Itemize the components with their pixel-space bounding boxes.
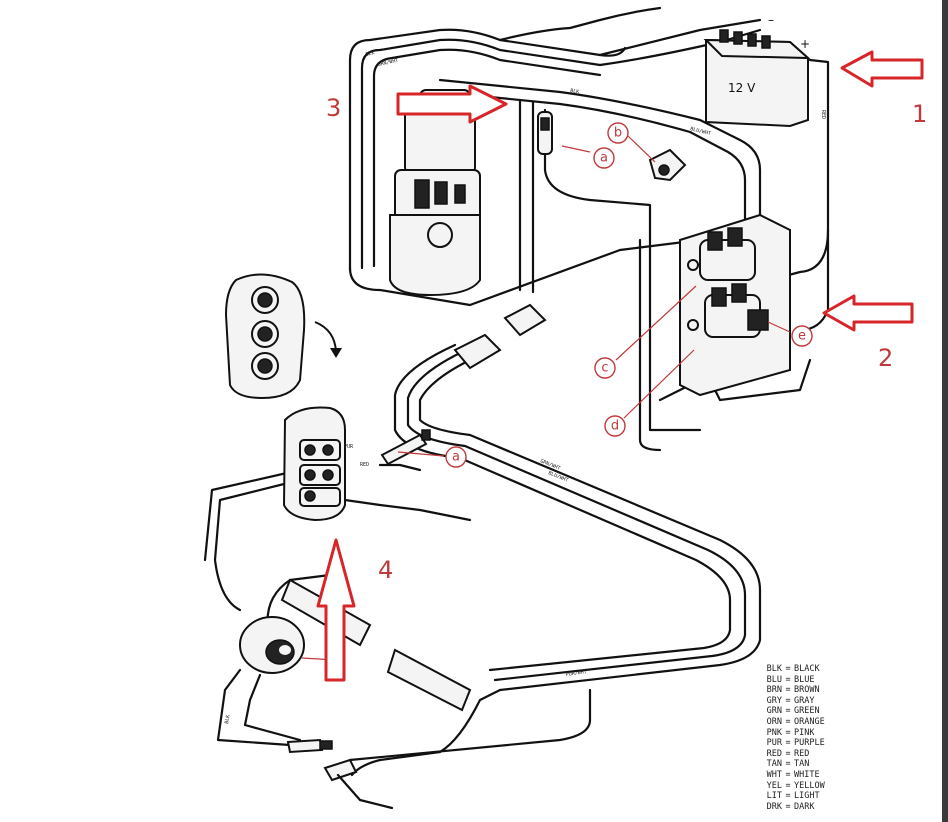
number-3: 3 (326, 94, 341, 122)
legend-color: DARK (794, 801, 815, 812)
wire-label: BLK (570, 88, 580, 95)
callout-d-label: d (611, 419, 619, 434)
legend-row: GRY=GRAY (746, 696, 846, 707)
harness-connector (453, 303, 547, 370)
curved-arrow (314, 321, 337, 353)
pump-motor (389, 89, 481, 297)
trim-sender (239, 616, 305, 674)
callout-c-label: c (601, 361, 608, 376)
wire-label: RED (360, 462, 369, 468)
legend-abbr: ORN (766, 716, 782, 727)
legend-color: PURPLE (794, 738, 825, 749)
legend-abbr: BLK (766, 664, 782, 674)
trim-switch-back (282, 406, 346, 522)
legend-row: DRK=DARK (746, 802, 846, 813)
legend-abbr: PUR (766, 738, 782, 749)
legend-color: BROWN (794, 685, 820, 696)
legend-row: ORN=ORANGE (746, 717, 846, 728)
window-edge (942, 0, 948, 822)
wire-label: PUR (344, 444, 354, 450)
number-1: 1 (912, 100, 927, 128)
legend-color: PINK (794, 727, 815, 738)
red-arrow-4 (316, 538, 356, 682)
inline-fuse (537, 111, 553, 155)
number-2: 2 (878, 344, 893, 372)
legend-row: PUR=PURPLE (746, 738, 846, 749)
wire-label: BLK (224, 714, 231, 724)
wire-label: PUR/WHT (565, 669, 587, 678)
callout-a-lower-label: a (452, 450, 460, 465)
legend-row: PNK=PINK (746, 728, 846, 739)
callout-e-label: e (798, 329, 806, 344)
wire-label: RED (820, 110, 826, 119)
callout-pointers (301, 135, 791, 661)
wire-label: BLU/WHT (690, 126, 712, 137)
legend-abbr: DRK (766, 801, 782, 812)
number-4: 4 (378, 556, 393, 584)
legend-abbr: BRN (766, 685, 782, 696)
legend-row: WHT=WHITE (746, 770, 846, 781)
red-arrow-2 (822, 294, 914, 332)
legend-row: GRN=GREEN (746, 706, 846, 717)
curved-arrow-head (330, 348, 342, 358)
wire-sleeves (280, 578, 472, 712)
red-arrow-1 (840, 50, 924, 88)
wire-labels: BLK GRN/WHT BLU/WHT BLK RED PUR GRN/WHT … (224, 50, 826, 724)
legend-row: TAN=TAN (746, 759, 846, 770)
trim-switch-top-view (224, 273, 306, 400)
callout-b-label: b (614, 126, 622, 141)
legend-abbr: WHT (766, 769, 782, 780)
switch-fuse (380, 429, 431, 466)
legend-abbr: LIT (766, 791, 782, 802)
legend-color: YELLOW (794, 780, 825, 791)
red-arrow-3 (396, 84, 508, 124)
legend-color: GREEN (794, 706, 820, 717)
legend-row: YEL=YELLOW (746, 781, 846, 792)
wire-label: GRN/WHT (377, 58, 399, 68)
battery-minus-label: – (768, 13, 774, 27)
legend-abbr: TAN (766, 759, 782, 770)
callout-c: c (594, 357, 616, 379)
callout-b: b (607, 122, 629, 144)
color-legend: BLK=BLACK BLU=BLUE BRN=BROWN GRY=GRAY GR… (746, 664, 846, 812)
callout-a-top: a (593, 147, 615, 169)
legend-color: BLACK (794, 664, 820, 674)
circuit-breaker (648, 148, 687, 182)
solenoid-bracket (679, 213, 791, 397)
legend-row: LIT=LIGHT (746, 791, 846, 802)
battery: 12 V – + (703, 13, 811, 128)
wire-label: BLK (365, 50, 375, 58)
callout-a-lower: a (445, 446, 467, 468)
bullet-connectors (286, 738, 394, 810)
legend-abbr: BLU (766, 674, 782, 685)
legend-row: BRN=BROWN (746, 685, 846, 696)
battery-plus-label: + (800, 37, 810, 51)
battery-voltage-label: 12 V (728, 81, 756, 95)
callout-a-top-label: a (600, 151, 608, 166)
legend-abbr: GRY (766, 695, 782, 706)
legend-color: GRAY (794, 695, 815, 706)
legend-color: WHITE (794, 769, 820, 780)
legend-abbr: GRN (766, 706, 782, 717)
legend-color: LIGHT (794, 791, 820, 802)
legend-color: RED (794, 748, 810, 759)
legend-abbr: PNK (766, 727, 782, 738)
callout-d: d (604, 415, 626, 437)
legend-row: BLU=BLUE (746, 675, 846, 686)
legend-row: RED=RED (746, 749, 846, 760)
legend-abbr: RED (766, 748, 782, 759)
legend-color: TAN (794, 759, 810, 770)
callout-e: e (791, 325, 813, 347)
legend-abbr: YEL (766, 780, 782, 791)
legend-color: ORANGE (794, 716, 825, 727)
legend-row: BLK=BLACK (746, 664, 846, 675)
legend-color: BLUE (794, 674, 815, 685)
